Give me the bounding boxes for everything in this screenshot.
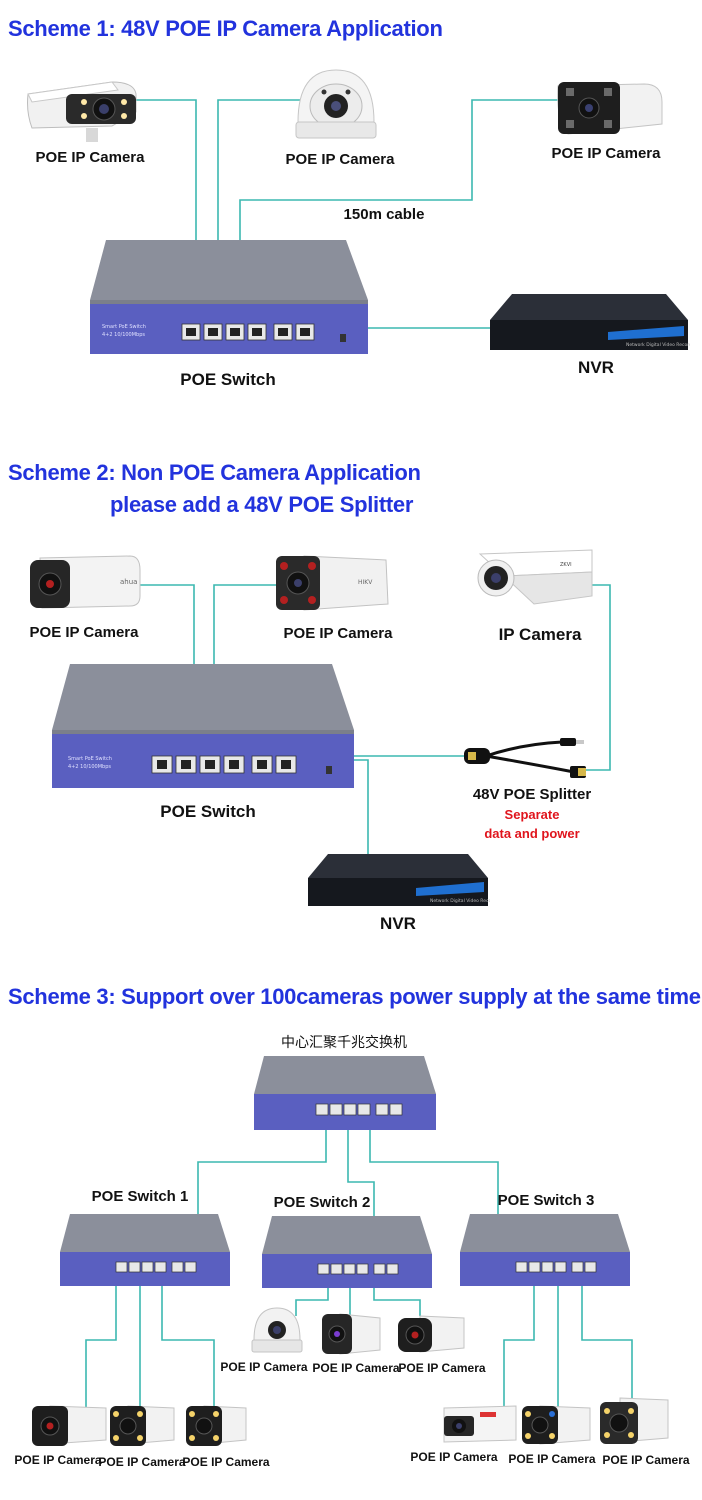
s1-camera-left-label: POE IP Camera [35, 149, 145, 166]
s3-sw2-camera-3-label: POE IP Camera [398, 1361, 486, 1375]
s2-splitter-note-2: data and power [484, 826, 580, 841]
s3-sw3-camera-2-label: POE IP Camera [508, 1452, 596, 1466]
s2-switch-label: POE Switch [160, 802, 256, 821]
s2-bullet-camera-mid: HIKV [276, 555, 389, 611]
wire-sw3-cam3 [581, 1286, 633, 1410]
s3-poe-switch-3 [460, 1214, 630, 1286]
s1-cable-label: 150m cable [343, 206, 425, 223]
s3-sw3-camera-1-label: POE IP Camera [410, 1450, 498, 1464]
wire-sw2-cam1 [295, 1288, 329, 1316]
s1-nvr-label: NVR [578, 358, 614, 377]
s1-camera-right-label: POE IP Camera [551, 145, 661, 162]
s3-sw1-camera-2 [110, 1405, 175, 1446]
s3-switch-2-label: POE Switch 2 [273, 1194, 371, 1211]
s2-nvr: Network Digital Video Recorder [308, 854, 490, 906]
s3-sw3-camera-3 [600, 1397, 669, 1444]
s2-nvr-label: NVR [380, 914, 416, 933]
s3-sw1-camera-3 [186, 1405, 247, 1446]
s2-poe-splitter [464, 738, 586, 778]
wire-s2-cam-mid [213, 584, 278, 664]
svg-text:Network Digital Video Recorder: Network Digital Video Recorder [430, 898, 490, 904]
s3-sw2-dome-camera [251, 1307, 303, 1353]
wire-sw1-cam3 [161, 1286, 215, 1410]
svg-text:HIKV: HIKV [358, 579, 373, 586]
svg-text:4+2 10/100Mbps: 4+2 10/100Mbps [102, 332, 145, 338]
s2-camera-right-label: IP Camera [498, 625, 582, 644]
wire-s2-cam-right [586, 584, 611, 771]
s3-core-switch [254, 1056, 436, 1130]
s3-sw2-bullet-camera-right [398, 1315, 465, 1353]
s3-sw1-camera-1-label: POE IP Camera [14, 1453, 102, 1467]
s3-core-switch-label: 中心汇聚千兆交换机 [281, 1035, 407, 1051]
s3-poe-switch-1 [60, 1214, 230, 1286]
scheme2-title-line2: please add a 48V POE Splitter [110, 492, 414, 517]
s2-poe-switch: Smart PoE Switch 4+2 10/100Mbps [52, 664, 354, 788]
s3-poe-switch-2 [262, 1216, 432, 1288]
wire-s3-uplink-2 [347, 1128, 375, 1216]
wire-sw1-cam1 [85, 1286, 117, 1410]
wire-s2-cam-left [138, 584, 195, 664]
s1-dome-camera [295, 69, 377, 139]
s3-sw2-camera-2-label: POE IP Camera [312, 1361, 400, 1375]
svg-text:Smart PoE Switch: Smart PoE Switch [102, 324, 146, 330]
s3-sw3-camera-2 [522, 1405, 591, 1445]
s3-sw3-camera-3-label: POE IP Camera [602, 1453, 690, 1467]
s3-switch-1-label: POE Switch 1 [91, 1188, 189, 1205]
s3-sw1-camera-2-label: POE IP Camera [98, 1455, 186, 1469]
svg-text:Smart PoE Switch: Smart PoE Switch [68, 756, 112, 762]
scheme2-title-line1: Scheme 2: Non POE Camera Application [8, 460, 421, 485]
svg-text:Network Digital Video Recorder: Network Digital Video Recorder [626, 342, 690, 348]
s3-sw1-camera-1 [32, 1405, 107, 1446]
s1-poe-switch: Smart PoE Switch 4+2 10/100Mbps [90, 240, 368, 354]
s2-splitter-note-1: Separate [504, 807, 560, 822]
wire-s1-cam-left [128, 99, 197, 240]
scheme1-title: Scheme 1: 48V POE IP Camera Application [8, 16, 443, 41]
svg-text:ahua: ahua [120, 578, 137, 586]
wire-s1-cam-right [239, 99, 558, 240]
wire-s1-cam-mid [217, 99, 310, 240]
s2-bullet-camera-left: ahua [30, 555, 141, 609]
s1-nvr: Network Digital Video Recorder [490, 294, 690, 350]
s2-camera-mid-label: POE IP Camera [283, 625, 393, 642]
s3-sw3-camera-1 [443, 1405, 517, 1443]
s1-bullet-camera-left [27, 81, 137, 142]
wire-s3-uplink-1 [197, 1128, 327, 1216]
s2-splitter-label: 48V POE Splitter [472, 786, 592, 803]
s3-switch-3-label: POE Switch 3 [497, 1192, 595, 1209]
wire-sw3-cam1 [503, 1286, 535, 1410]
wire-s3-uplink-3 [369, 1128, 499, 1216]
s3-sw1-camera-3-label: POE IP Camera [182, 1455, 270, 1469]
scheme3-title: Scheme 3: Support over 100cameras power … [8, 984, 701, 1009]
s1-bullet-camera-right [557, 82, 663, 135]
s2-camera-left-label: POE IP Camera [29, 624, 139, 641]
s3-sw2-bullet-camera-mid [322, 1313, 381, 1355]
svg-text:ZKVI: ZKVI [560, 562, 572, 568]
wire-sw2-cam3 [373, 1288, 421, 1316]
s3-sw2-camera-1-label: POE IP Camera [220, 1360, 308, 1374]
svg-text:4+2 10/100Mbps: 4+2 10/100Mbps [68, 764, 111, 770]
wire-s2-nvr [352, 759, 369, 862]
s1-camera-mid-label: POE IP Camera [285, 151, 395, 168]
s2-bullet-camera-right: ZKVI [477, 549, 593, 605]
s1-switch-label: POE Switch [180, 370, 276, 389]
